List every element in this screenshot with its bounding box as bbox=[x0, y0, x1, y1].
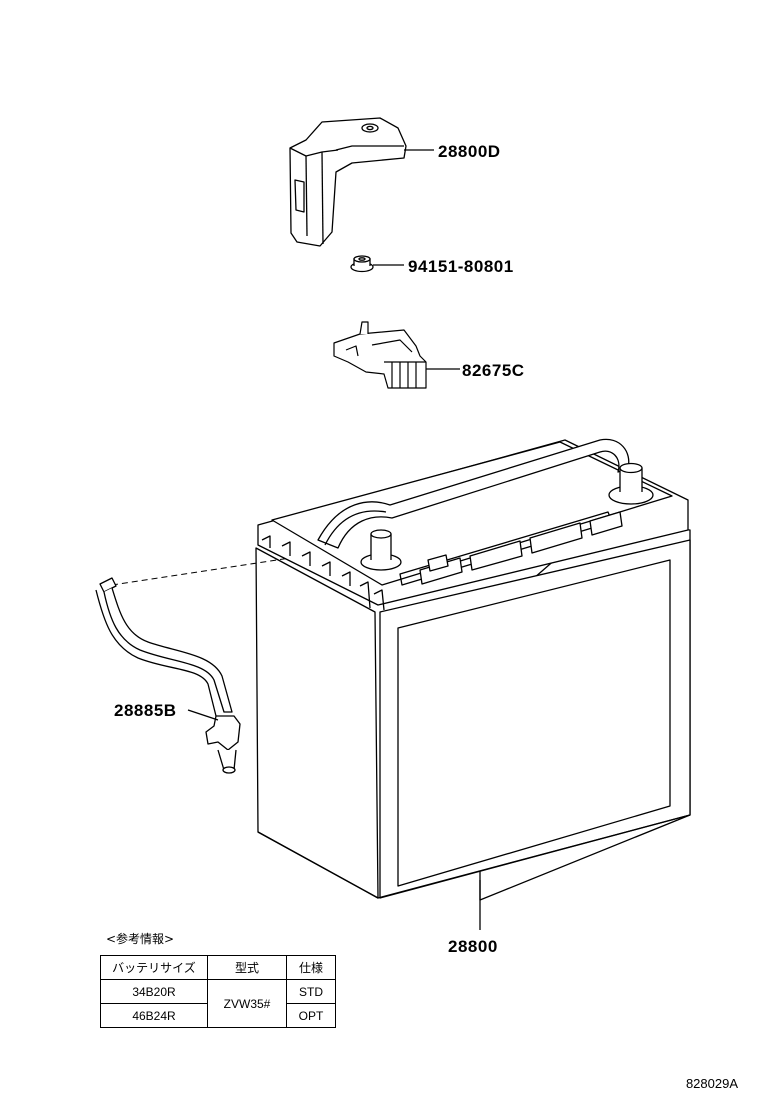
clamp-part-number: 82675C bbox=[462, 361, 525, 380]
spec-cell: STD bbox=[286, 979, 336, 1004]
hose-connection-dashed-line bbox=[111, 557, 291, 586]
model-cell: ZVW35# bbox=[207, 979, 287, 1028]
battery-size-cell: 46B24R bbox=[100, 1003, 208, 1028]
battery bbox=[255, 438, 691, 901]
battery-vent-hose bbox=[95, 577, 241, 774]
hose-part-number: 28885B bbox=[114, 701, 177, 720]
battery-part-number: 28800 bbox=[448, 937, 498, 956]
reference-info-caption: <参考情報> bbox=[106, 932, 175, 946]
battery-size-cell: 34B20R bbox=[100, 979, 208, 1004]
header-battery-size: バッテリサイズ bbox=[100, 955, 208, 980]
table-row: 46B24R OPT bbox=[100, 1003, 336, 1028]
table-header-row: バッテリサイズ 型式 仕様 bbox=[100, 955, 336, 980]
spec-cell: OPT bbox=[286, 1003, 336, 1028]
battery-spec-table: バッテリサイズ 型式 仕様 34B20R ZVW35# STD 46B24R O… bbox=[100, 955, 336, 1028]
flange-nut bbox=[350, 255, 374, 273]
header-spec: 仕様 bbox=[286, 955, 336, 980]
battery-hold-down-bracket bbox=[289, 117, 407, 247]
bracket-part-number: 28800D bbox=[438, 142, 501, 161]
table-row: 34B20R ZVW35# STD bbox=[100, 979, 336, 1028]
nut-part-number: 94151-80801 bbox=[408, 257, 514, 276]
header-model: 型式 bbox=[207, 955, 287, 980]
hose-leader-line bbox=[187, 709, 219, 721]
terminal-clamp bbox=[333, 321, 427, 389]
drawing-number: 828029A bbox=[685, 1076, 738, 1091]
